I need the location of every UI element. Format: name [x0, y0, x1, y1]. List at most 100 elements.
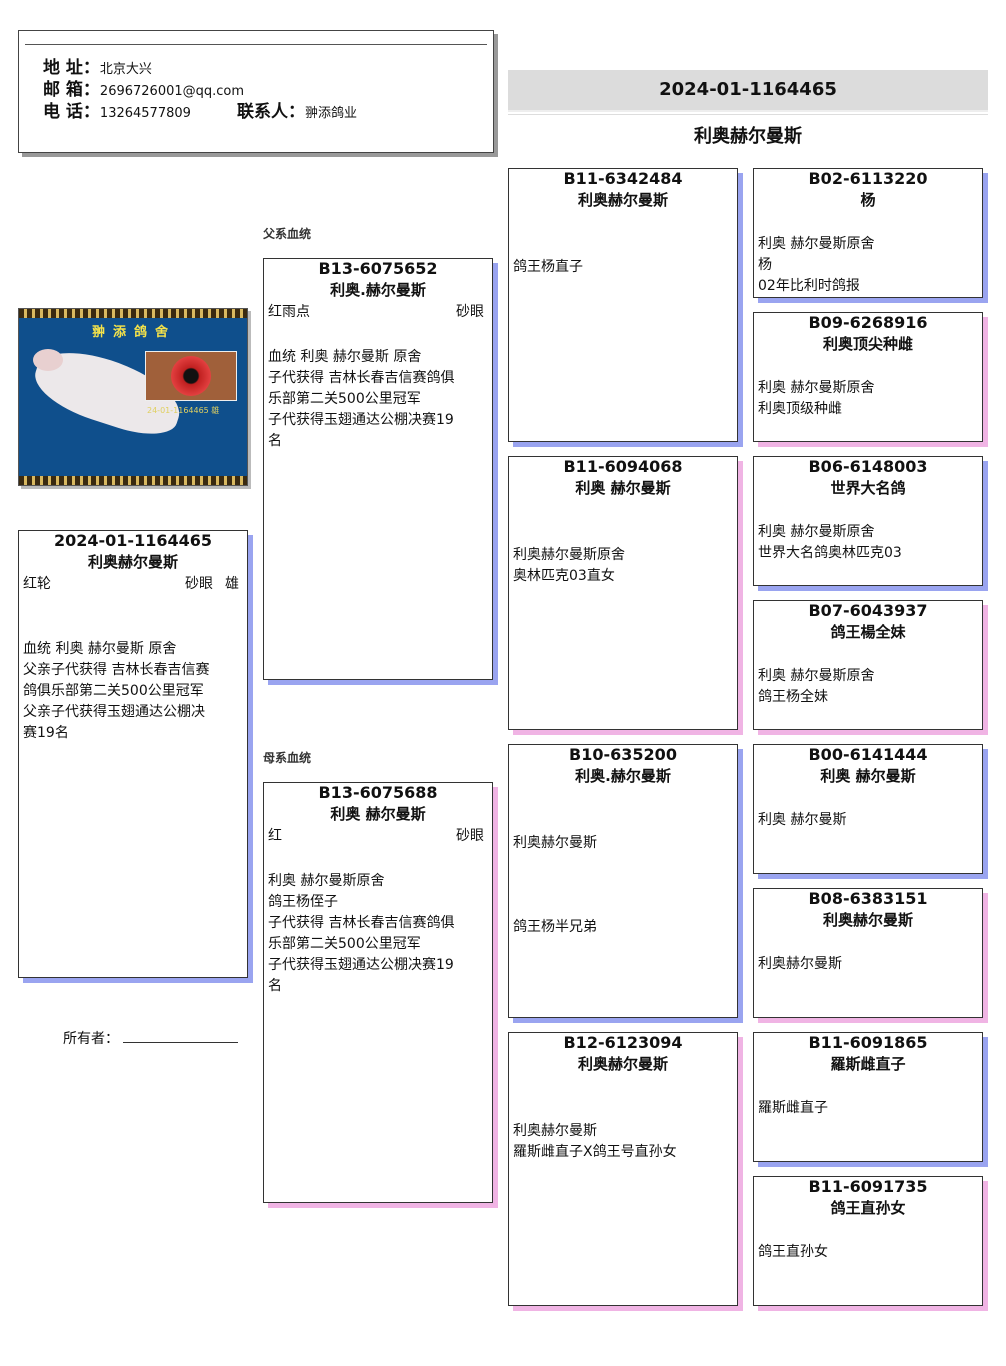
notes: 羅斯雌直子 — [758, 1098, 976, 1119]
note-line: 02年比利时鸽报 — [758, 278, 860, 294]
loft-logo: 翀添鸽舍 — [91, 325, 176, 340]
great-grandparent-card[interactable]: B11-6091735 鸽王直孙女鸽王直孙女 — [753, 1176, 983, 1306]
grandparent-card[interactable]: B10-635200 利奥.赫尔曼斯利奥赫尔曼斯鸽王杨半兄弟 — [508, 744, 738, 1018]
note-line: 子代获得 吉林长春吉信赛鸽俱 — [268, 915, 455, 931]
note-line: 名 — [268, 433, 282, 449]
great-grandparent-card[interactable]: B09-6268916 利奥顶尖种雌利奥 赫尔曼斯原舍利奥顶级种雌 — [753, 312, 983, 442]
pigeon-name: 利奥 赫尔曼斯 — [820, 767, 916, 785]
note-line: 子代获得玉翅通达公棚决赛19 — [268, 412, 454, 428]
pigeon-name: 利奥.赫尔曼斯 — [575, 767, 671, 785]
note-line: 羅斯雌直子 — [758, 1100, 828, 1116]
notes: 利奥 赫尔曼斯原舍鸽王杨全妹 — [758, 666, 976, 708]
divider — [25, 44, 487, 45]
notes: 利奥赫尔曼斯原舍奥林匹克03直女 — [513, 545, 731, 587]
ring-number: B10-635200 — [569, 745, 677, 764]
notes: 利奥赫尔曼斯鸽王杨半兄弟 — [513, 833, 731, 938]
grandparent-card[interactable]: B11-6094068 利奥 赫尔曼斯利奥赫尔曼斯原舍奥林匹克03直女 — [508, 456, 738, 730]
owner-label: 所有者： — [63, 1031, 119, 1047]
note-line: 利奥顶级种雌 — [758, 401, 842, 417]
notes: 利奥 赫尔曼斯原舍杨 02年比利时鸽报 — [758, 234, 976, 297]
pigeon-name: 鸽王楊全妹 — [830, 623, 906, 641]
ring-number: B11-6091865 — [808, 1033, 928, 1052]
great-grandparent-card[interactable]: B07-6043937 鸽王楊全妹利奥 赫尔曼斯原舍鸽王杨全妹 — [753, 600, 983, 730]
phone-row: 电 话：13264577809 联系人：翀添鸽业 — [43, 97, 357, 122]
note-line: 利奥 赫尔曼斯原舍 — [758, 668, 875, 684]
divider — [508, 114, 988, 115]
great-grandparent-card[interactable]: B00-6141444 利奥 赫尔曼斯利奥 赫尔曼斯 — [753, 744, 983, 874]
note-line: 奥林匹克03直女 — [513, 568, 615, 584]
eye-type: 砂眼 — [456, 304, 484, 320]
notes: 利奥 赫尔曼斯 — [758, 810, 976, 831]
note-line — [513, 875, 731, 896]
notes: 鸽王杨直子 — [513, 257, 731, 278]
notes: 利奥 赫尔曼斯原舍利奥顶级种雌 — [758, 378, 976, 420]
ring-number: B12-6123094 — [563, 1033, 683, 1052]
ring-number: B06-6148003 — [808, 457, 928, 476]
notes: 利奥 赫尔曼斯原舍鸽王杨侄子子代获得 吉林长春吉信赛鸽俱乐部第二关500公里冠军… — [268, 871, 486, 997]
dam-card[interactable]: B13-6075688 利奥 赫尔曼斯红砂眼利奥 赫尔曼斯原舍鸽王杨侄子子代获得… — [263, 782, 493, 1203]
note-line: 世界大名鸽奥林匹克03 — [758, 545, 902, 561]
note-line: 鸽王杨侄子 — [268, 894, 338, 910]
great-grandparent-card[interactable]: B11-6091865 羅斯雌直子羅斯雌直子 — [753, 1032, 983, 1162]
note-line: 子代获得 吉林长春吉信赛鸽俱 — [268, 370, 455, 386]
contact-value: 翀添鸽业 — [305, 106, 358, 121]
pigeon-name: 鸽王直孙女 — [830, 1199, 906, 1217]
photo-caption: 24-01-1164465 雄 — [147, 406, 220, 415]
note-line: 名 — [268, 978, 282, 994]
notes: 血统 利奥 赫尔曼斯 原舍父亲子代获得 吉林长春吉信赛鸽俱乐部第二关500公里冠… — [23, 639, 241, 744]
traits-row: 红 砂眼 — [268, 826, 484, 847]
note-line — [513, 896, 731, 917]
grandparent-card[interactable]: B12-6123094 利奥赫尔曼斯利奥赫尔曼斯羅斯雌直子X鸽王号直孙女 — [508, 1032, 738, 1306]
pigeon-name: 世界大名鸽 — [830, 479, 906, 497]
note-line: 赛19名 — [23, 725, 69, 741]
traits-row: 红雨点砂眼 — [268, 302, 484, 323]
pigeon-name: 利奥赫尔曼斯 — [577, 191, 668, 209]
note-line: 子代获得玉翅通达公棚决赛19 — [268, 957, 454, 973]
phone-label: 电 话： — [43, 102, 100, 122]
sire-line-label: 父系血统 — [263, 227, 312, 241]
phone-value: 13264577809 — [99, 106, 191, 121]
grandparent-card[interactable]: B11-6342484 利奥赫尔曼斯鸽王杨直子 — [508, 168, 738, 442]
address-label: 地 址： — [43, 58, 100, 78]
address-row: 地 址：北京大兴 — [43, 53, 152, 78]
owner-field[interactable]: 所有者： — [63, 1028, 238, 1048]
pigeon-photo: 翀添鸽舍 24-01-1164465 雄 — [18, 308, 248, 486]
great-grandparent-card[interactable]: B06-6148003 世界大名鸽利奥 赫尔曼斯原舍世界大名鸽奥林匹克03 — [753, 456, 983, 586]
feather-color: 红轮 — [23, 576, 51, 592]
note-line: 羅斯雌直子X鸽王号直孙女 — [513, 1144, 677, 1160]
sire-card[interactable]: B13-6075652 利奥.赫尔曼斯红雨点砂眼血统 利奥 赫尔曼斯 原舍子代获… — [263, 258, 493, 680]
ring-number: B11-6091735 — [808, 1177, 928, 1196]
note-line: 血统 利奥 赫尔曼斯 原舍 — [268, 349, 422, 365]
subject-card[interactable]: 2024-01-1164465 利奥赫尔曼斯红轮砂眼雄血统 利奥 赫尔曼斯 原舍… — [18, 530, 248, 978]
eye-photo — [145, 351, 237, 401]
note-line: 杨 — [758, 257, 772, 273]
eye-type: 砂眼 — [456, 828, 484, 844]
pigeon-head — [33, 349, 63, 371]
ring-number: B13-6075652 — [318, 259, 438, 278]
pigeon-name: 羅斯雌直子 — [830, 1055, 906, 1073]
note-line: 利奥 赫尔曼斯原舍 — [758, 380, 875, 396]
contact-card: 地 址：北京大兴 邮 箱：2696726001@qq.com 电 话：13264… — [18, 30, 494, 153]
title-ring: 2024-01-1164465 — [508, 70, 988, 112]
dam-line-label: 母系血统 — [263, 751, 312, 765]
note-line: 鸽王杨直子 — [513, 259, 583, 275]
notes: 利奥 赫尔曼斯原舍世界大名鸽奥林匹克03 — [758, 522, 976, 564]
note-line: 乐部第二关500公里冠军 — [268, 936, 421, 952]
ring-number: B00-6141444 — [808, 745, 928, 764]
ring-number: B11-6094068 — [563, 457, 683, 476]
note-line — [513, 854, 731, 875]
eye-type: 砂眼 — [185, 576, 213, 592]
note-line: 利奥 赫尔曼斯原舍 — [758, 236, 875, 252]
note-line: 利奥赫尔曼斯 — [758, 956, 842, 972]
great-grandparent-card[interactable]: B08-6383151 利奥赫尔曼斯利奥赫尔曼斯 — [753, 888, 983, 1018]
note-line: 利奥 赫尔曼斯原舍 — [268, 873, 385, 889]
owner-signature-line[interactable] — [123, 1028, 238, 1043]
feather-color: 红 — [268, 828, 282, 844]
note-line: 利奥赫尔曼斯 — [513, 835, 597, 851]
note-line: 利奥赫尔曼斯原舍 — [513, 547, 625, 563]
ring-number: B07-6043937 — [808, 601, 928, 620]
note-line: 父亲子代获得 吉林长春吉信赛 — [23, 662, 210, 678]
title-name: 利奥赫尔曼斯 — [694, 126, 802, 147]
note-line: 乐部第二关500公里冠军 — [268, 391, 421, 407]
